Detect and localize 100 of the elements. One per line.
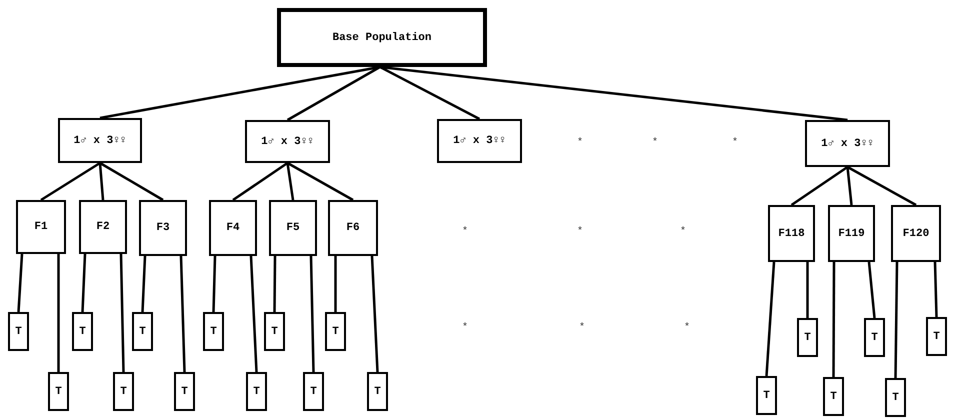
connector-line (81, 254, 86, 312)
node-label: F3 (156, 222, 170, 234)
node-label: 1♂ x 3♀♀ (453, 135, 506, 147)
connector-line (310, 256, 315, 372)
connector-line (894, 262, 898, 378)
node-label: T (139, 326, 146, 338)
node-label: 1♂ x 3♀♀ (821, 138, 874, 150)
node-label: F2 (96, 221, 110, 233)
continuation-mark: * (579, 322, 585, 334)
test-box (132, 312, 153, 351)
mating-box (805, 120, 890, 167)
population-box (277, 8, 487, 67)
node-label: Base Population (332, 32, 432, 44)
family-box (828, 205, 875, 262)
test-box (367, 372, 388, 411)
node-label: T (310, 386, 317, 398)
node-label: T (271, 326, 278, 338)
node-label: T (933, 330, 940, 342)
test-box (48, 372, 69, 411)
test-box (203, 312, 224, 351)
test-box (264, 312, 285, 351)
continuation-mark: * (732, 138, 738, 148)
family-box (891, 205, 941, 262)
node-label: F5 (286, 222, 300, 234)
node-label: T (763, 390, 770, 402)
family-box (768, 205, 815, 262)
connector-line (212, 256, 216, 312)
node-label: T (374, 386, 381, 398)
connector-line (57, 254, 60, 372)
connector-line (99, 162, 164, 202)
test-box (72, 312, 93, 351)
test-box (303, 372, 324, 411)
connector-line (17, 254, 24, 312)
node-label: T (210, 326, 217, 338)
node-label: T (892, 392, 899, 404)
connector-line (180, 256, 186, 372)
node-label: T (181, 386, 188, 398)
continuation-mark: * (577, 226, 583, 238)
connector-line (765, 262, 776, 376)
node-label: T (871, 332, 878, 344)
family-box (269, 200, 317, 256)
node-label: F118 (778, 228, 805, 240)
connector-line (832, 262, 836, 377)
node-label: T (804, 332, 811, 344)
connector-line (934, 262, 938, 318)
node-label: T (55, 386, 62, 398)
connector-line (846, 166, 853, 206)
connector-line (120, 254, 125, 372)
node-label: 1♂ x 3♀♀ (261, 136, 314, 148)
node-label: T (830, 390, 837, 402)
node-label: F119 (838, 228, 865, 240)
node-label: T (253, 386, 260, 398)
family-box (139, 200, 187, 256)
node-label: F6 (346, 222, 360, 234)
test-box (756, 376, 777, 415)
connector-line (250, 256, 258, 372)
family-box (209, 200, 257, 256)
test-box (797, 318, 818, 357)
test-box (926, 317, 947, 356)
node-label: T (15, 326, 22, 338)
connector-line (806, 262, 809, 318)
connector-line (370, 256, 379, 372)
test-box (885, 378, 906, 417)
continuation-mark: * (462, 322, 468, 334)
node-label: F4 (226, 222, 240, 234)
mating-box (245, 120, 330, 163)
test-box (823, 377, 844, 416)
connector-line (98, 162, 104, 200)
node-label: T (332, 326, 339, 338)
connector-line (273, 256, 276, 312)
connector-line (286, 162, 354, 202)
connector-line (40, 162, 101, 202)
node-label: T (79, 326, 86, 338)
test-box (8, 312, 29, 351)
node-label: T (120, 386, 127, 398)
test-box (325, 312, 346, 351)
node-label: F120 (902, 228, 930, 240)
continuation-mark: * (462, 226, 468, 238)
connector-line (286, 162, 294, 200)
connector-line (141, 256, 146, 312)
test-box (174, 372, 195, 411)
continuation-mark: * (684, 322, 690, 334)
mating-box (58, 118, 142, 163)
family-box (79, 200, 127, 254)
family-box (16, 200, 66, 254)
mating-box (437, 119, 522, 163)
connector-line (334, 256, 337, 312)
connector-line (846, 166, 917, 206)
continuation-mark: * (680, 226, 686, 238)
test-box (113, 372, 134, 411)
continuation-mark: * (577, 138, 583, 148)
connector-line (868, 262, 876, 318)
connector-line (790, 166, 848, 206)
connector-line (286, 66, 381, 122)
test-box (246, 372, 267, 411)
node-label: 1♂ x 3♀♀ (74, 134, 126, 146)
family-box (328, 200, 378, 256)
test-box (864, 318, 885, 357)
continuation-mark: * (652, 138, 658, 148)
node-label: F1 (34, 221, 48, 233)
